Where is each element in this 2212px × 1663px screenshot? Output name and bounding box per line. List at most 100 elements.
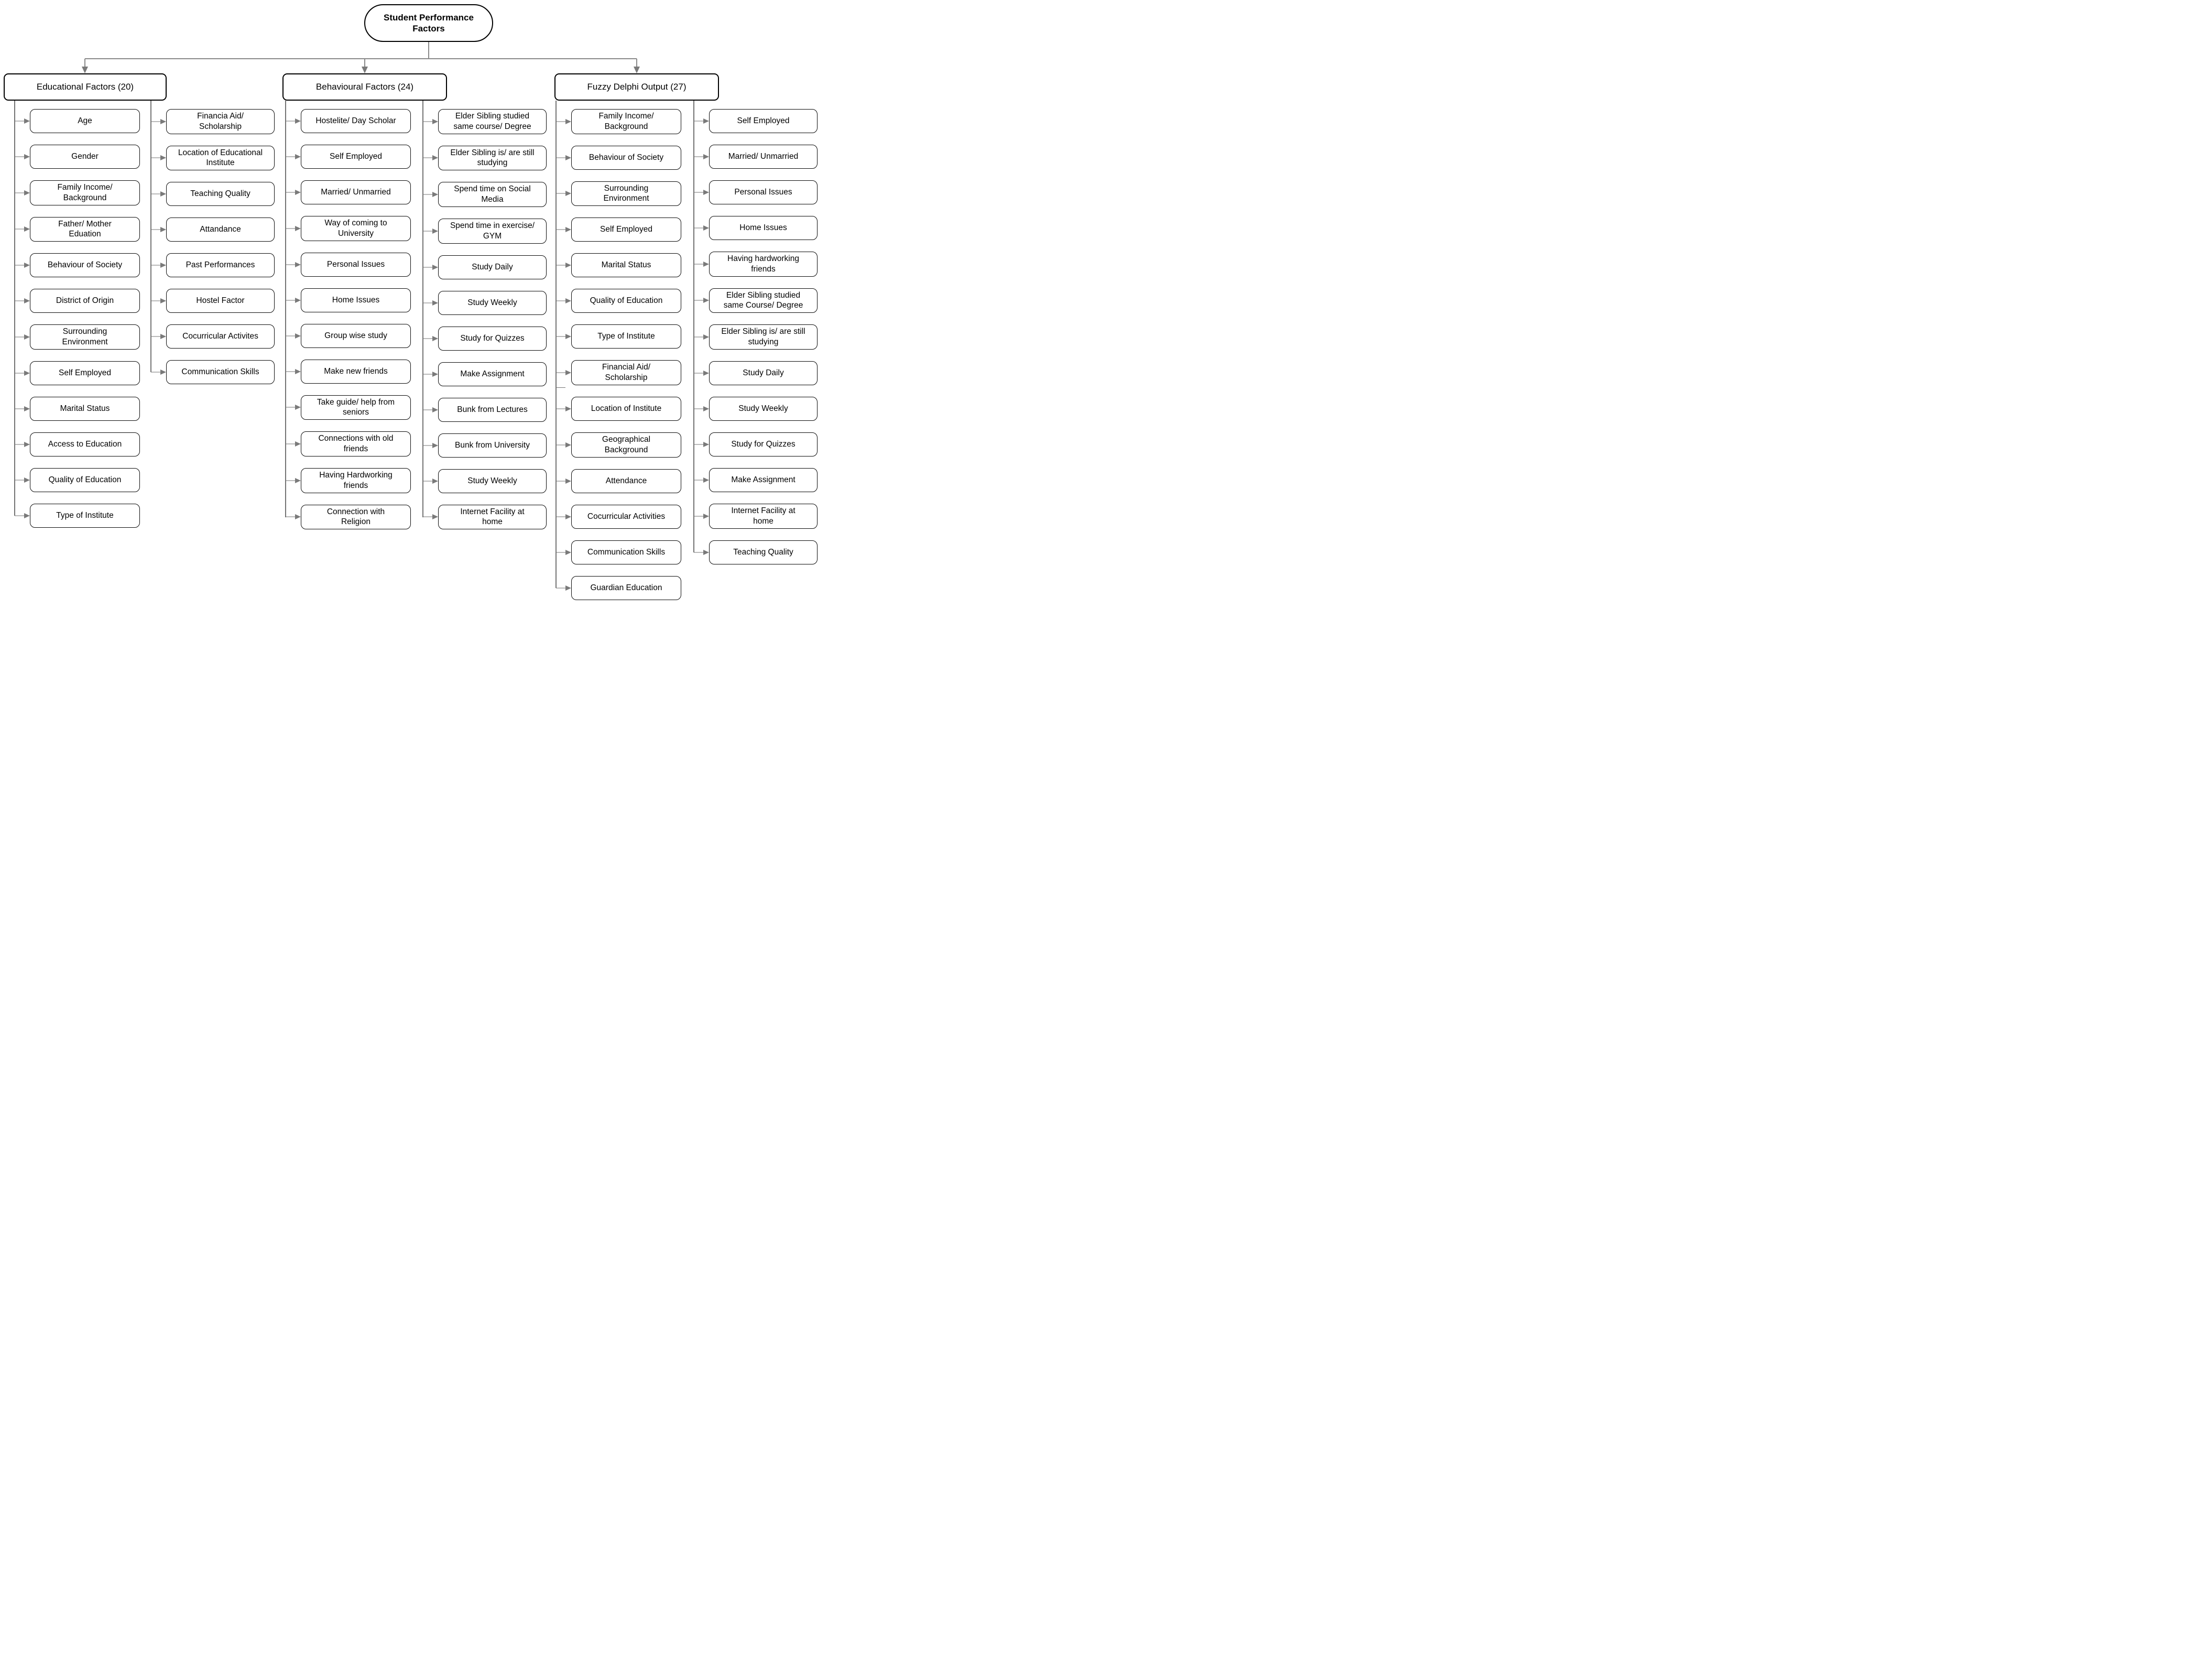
factor-label: Family Income/ Background — [598, 112, 654, 131]
column-educational-2: Financia Aid/ Scholarship Location of Ed… — [150, 101, 275, 385]
factor-box: Way of coming to University — [301, 216, 411, 241]
factor-box: Self Employed — [30, 361, 140, 385]
factor-label: Connections with old friends — [318, 434, 394, 454]
header-behavioural-factors: Behavioural Factors (24) — [282, 73, 447, 101]
factor-box: Elder Sibling studied same course/ Degre… — [438, 109, 547, 134]
factor-box: Having hardworking friends — [709, 252, 818, 277]
factor-box: Cocurricular Activites — [166, 324, 275, 349]
factor-box: Personal Issues — [709, 180, 818, 204]
spine-line — [285, 101, 286, 517]
factor-label: Personal Issues — [734, 188, 792, 197]
factor-box: Cocurricular Activities — [571, 504, 681, 529]
factor-box: Father/ Mother Eduation — [30, 216, 140, 242]
column-fuzzy-2: Self Employed Married/ Unmarried Persona… — [693, 101, 818, 564]
connector-stub-educational — [84, 59, 85, 68]
column-behavioural-1: Hostelite/ Day Scholar Self Employed Mar… — [285, 101, 411, 530]
factor-box: Marital Status — [571, 253, 681, 278]
factor-box: Bunk from University — [438, 433, 547, 458]
factor-box: Marital Status — [30, 396, 140, 421]
factor-label: Internet Facility at home — [460, 507, 525, 527]
factor-label: Bunk from University — [455, 440, 530, 450]
factor-label: Self Employed — [59, 368, 111, 378]
factor-box: Guardian Education — [571, 575, 681, 600]
factor-label: Personal Issues — [326, 259, 385, 269]
factor-label: Self Employed — [737, 116, 790, 126]
factor-box: Make Assignment — [438, 362, 547, 386]
factor-box: Study Weekly — [438, 469, 547, 493]
factor-label: Make new friends — [324, 366, 388, 376]
factor-box: Having Hardworking friends — [301, 468, 411, 493]
factor-label: Location of Institute — [591, 404, 662, 414]
header-educational-factors: Educational Factors (20) — [4, 73, 167, 101]
factor-box: Teaching Quality — [709, 540, 818, 564]
factor-label: Location of Educational Institute — [178, 148, 263, 168]
spine-line — [422, 101, 423, 517]
root-label: Student Performance Factors — [384, 12, 474, 34]
factor-label: Group wise study — [324, 331, 387, 340]
factor-box: Study Daily — [438, 255, 547, 279]
factor-label: Bunk from Lectures — [457, 405, 528, 414]
factor-box: Teaching Quality — [166, 182, 275, 206]
factor-label: Communication Skills — [587, 547, 666, 557]
factor-label: Home Issues — [332, 295, 380, 305]
factor-box: Hostelite/ Day Scholar — [301, 109, 411, 133]
factor-box: Group wise study — [301, 323, 411, 348]
factor-box: Location of Institute — [571, 396, 681, 421]
factor-box: Bunk from Lectures — [438, 397, 547, 422]
factor-label: Gender — [71, 152, 99, 161]
factor-box: Behaviour of Society — [30, 253, 140, 278]
factor-label: Elder Sibling is/ are still studying — [721, 327, 805, 347]
connector-stub-fuzzy — [636, 59, 637, 68]
factor-label: Behaviour of Society — [47, 260, 123, 270]
connector-stub-behavioural — [364, 59, 365, 68]
factor-label: Hostelite/ Day Scholar — [315, 116, 396, 126]
arrowhead-fuzzy-icon — [634, 67, 640, 73]
factor-label: Having Hardworking friends — [319, 470, 393, 490]
factor-label: Guardian Education — [590, 583, 662, 592]
factor-label: Connection with Religion — [326, 507, 385, 527]
factor-box: Age — [30, 109, 140, 133]
arrowhead-educational-icon — [82, 67, 88, 73]
factor-box: District of Origin — [30, 289, 140, 313]
factor-box: Study for Quizzes — [438, 326, 547, 351]
factor-box: Hostel Factor — [166, 289, 275, 313]
factor-box: Self Employed — [571, 218, 681, 242]
spine-line — [14, 101, 15, 516]
factor-label: Communication Skills — [181, 367, 259, 377]
factor-label: Married/ Unmarried — [728, 152, 799, 161]
factor-label: Study Daily — [472, 262, 513, 271]
arrowhead-behavioural-icon — [362, 67, 368, 73]
factor-box: Make Assignment — [709, 468, 818, 492]
factor-box: Communication Skills — [166, 360, 275, 385]
factor-label: Cocurricular Activities — [587, 512, 666, 521]
factor-label: Father/ Mother Eduation — [58, 219, 112, 239]
factor-label: Quality of Education — [48, 475, 122, 485]
factor-label: Family Income/ Background — [57, 183, 113, 202]
factor-box: Personal Issues — [301, 252, 411, 277]
factor-box: Make new friends — [301, 359, 411, 384]
connector-horizontal-bus — [85, 58, 637, 59]
factor-box: Quality of Education — [571, 289, 681, 313]
factor-box: Self Employed — [301, 145, 411, 169]
factor-label: District of Origin — [56, 296, 114, 306]
factor-box: Location of Educational Institute — [166, 145, 275, 171]
factor-label: Attandance — [200, 225, 241, 234]
factor-label: Make Assignment — [731, 475, 796, 485]
factor-label: Marital Status — [60, 404, 110, 414]
column-behavioural-2: Elder Sibling studied same course/ Degre… — [422, 101, 547, 530]
factor-box: Connection with Religion — [301, 504, 411, 530]
factor-box: Study for Quizzes — [709, 432, 818, 456]
header-label: Behavioural Factors (24) — [315, 82, 414, 92]
factor-box: Access to Education — [30, 432, 140, 456]
factor-label: Elder Sibling is/ are still studying — [450, 148, 535, 168]
factor-label: Financia Aid/ Scholarship — [197, 112, 244, 131]
factor-box: Financial Aid/ Scholarship — [571, 360, 681, 385]
column-fuzzy-1: Family Income/ Background Behaviour of S… — [555, 101, 681, 600]
spine-line — [693, 101, 694, 552]
factor-label: Age — [78, 116, 92, 126]
spine-line — [555, 101, 557, 588]
factor-label: Study Weekly — [738, 404, 788, 414]
factor-box: Home Issues — [709, 216, 818, 240]
factor-label: Behaviour of Society — [589, 153, 664, 162]
factor-box: Study Weekly — [709, 396, 818, 421]
